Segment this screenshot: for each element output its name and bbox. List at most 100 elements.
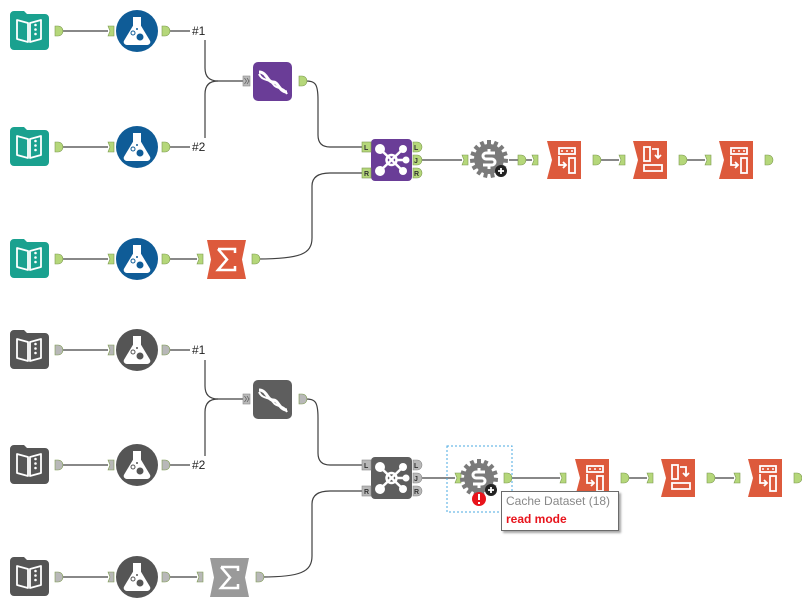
input-anchor[interactable] [618,154,626,166]
multi-input-anchor[interactable] [242,393,251,405]
union-tool[interactable] [251,60,294,103]
input-anchor[interactable] [531,154,539,166]
anchor-label: L [364,463,369,470]
wires [61,349,734,578]
wire [261,490,362,578]
join-right-input-anchor[interactable] [361,167,372,179]
input-anchor[interactable] [107,571,115,583]
output-anchor[interactable] [255,571,265,583]
input-anchor[interactable] [107,459,115,471]
tooltip-title: Cache Dataset (18) [506,494,611,508]
anchor-label: R [414,489,419,496]
join-icon [369,455,414,501]
wire [304,80,362,148]
input-anchor[interactable] [646,472,654,484]
formula-tool[interactable] [115,125,159,169]
formula-tool[interactable] [115,555,159,599]
output-anchor[interactable] [298,393,308,405]
formula-tool[interactable] [115,328,159,372]
union-tool[interactable] [251,378,294,421]
input-anchor[interactable] [559,472,567,484]
formula-tool[interactable] [115,9,159,53]
output-anchor[interactable] [764,154,774,166]
multi-input-anchor[interactable] [242,75,251,87]
input-anchor[interactable] [704,154,712,166]
input-data-tool[interactable] [9,444,50,485]
cache-dataset-tool[interactable] [458,457,500,499]
output-anchor[interactable] [620,472,630,484]
cross-tab-tool[interactable] [632,140,668,180]
output-anchor[interactable] [54,253,64,265]
join-tool[interactable]: L R L J R [361,455,423,501]
input-data-tool[interactable] [9,329,50,370]
join-icon [369,137,414,183]
input-data-tool[interactable] [9,556,50,597]
output-anchor[interactable] [161,571,171,583]
join-left-input-anchor[interactable] [361,141,372,153]
wire [204,398,219,456]
output-anchor[interactable] [706,472,716,484]
summarize-tool[interactable] [208,556,251,599]
anchor-label: J [414,476,418,483]
output-anchor[interactable] [54,571,64,583]
tooltip-status: read mode [506,512,567,526]
output-anchor[interactable] [517,154,527,166]
output-anchor[interactable] [251,253,261,265]
join-left-input-anchor[interactable] [361,459,372,471]
anchor-label: R [364,489,369,496]
anchor-label: R [364,171,369,178]
join-left-output-anchor[interactable] [412,459,423,471]
input-anchor[interactable] [107,253,115,265]
output-anchor[interactable] [793,472,802,484]
output-anchor[interactable] [54,141,64,153]
input-data-tool[interactable] [9,238,50,279]
join-join-output-anchor[interactable] [412,472,423,484]
transpose-tool[interactable] [546,140,582,180]
transpose-tool[interactable] [747,458,783,498]
output-anchor[interactable] [298,75,308,87]
join-right-output-anchor[interactable] [412,485,423,497]
anchor-label: R [414,171,419,178]
formula-tool[interactable] [115,237,159,281]
cross-tab-tool[interactable] [660,458,696,498]
cache-dataset-tool[interactable] [468,138,510,180]
join-left-output-anchor[interactable] [412,141,423,153]
input-data-tool[interactable] [9,126,50,167]
formula-tool[interactable] [115,443,159,487]
output-anchor[interactable] [54,25,64,37]
wires [61,30,705,260]
wire [204,80,219,138]
join-right-output-anchor[interactable] [412,167,423,179]
input-anchor[interactable] [107,25,115,37]
output-anchor[interactable] [161,253,171,265]
input-anchor[interactable] [461,154,469,166]
wire [204,360,243,400]
join-right-input-anchor[interactable] [361,485,372,497]
output-anchor[interactable] [161,25,171,37]
output-anchor[interactable] [592,154,602,166]
input-anchor[interactable] [733,472,741,484]
transpose-tool[interactable] [718,140,754,180]
input-anchor[interactable] [196,571,204,583]
wire [304,398,362,466]
join-tool[interactable]: L R L J R [361,137,423,183]
output-anchor[interactable] [161,459,171,471]
output-anchor[interactable] [161,344,171,356]
union-input-label-2: #2 [192,140,206,154]
input-anchor[interactable] [196,253,204,265]
join-join-output-anchor[interactable] [412,154,423,166]
output-anchor[interactable] [503,472,513,484]
input-data-tool[interactable] [9,10,50,51]
output-anchor[interactable] [54,344,64,356]
error-icon [472,492,486,506]
union-input-label-1: #1 [192,343,206,357]
tool-tooltip: Cache Dataset (18) read mode [501,491,619,531]
output-anchor[interactable] [161,141,171,153]
output-anchor[interactable] [54,459,64,471]
input-anchor[interactable] [107,141,115,153]
output-anchor[interactable] [678,154,688,166]
anchor-label: J [414,158,418,165]
input-anchor[interactable] [107,344,115,356]
summarize-tool[interactable] [205,238,248,281]
